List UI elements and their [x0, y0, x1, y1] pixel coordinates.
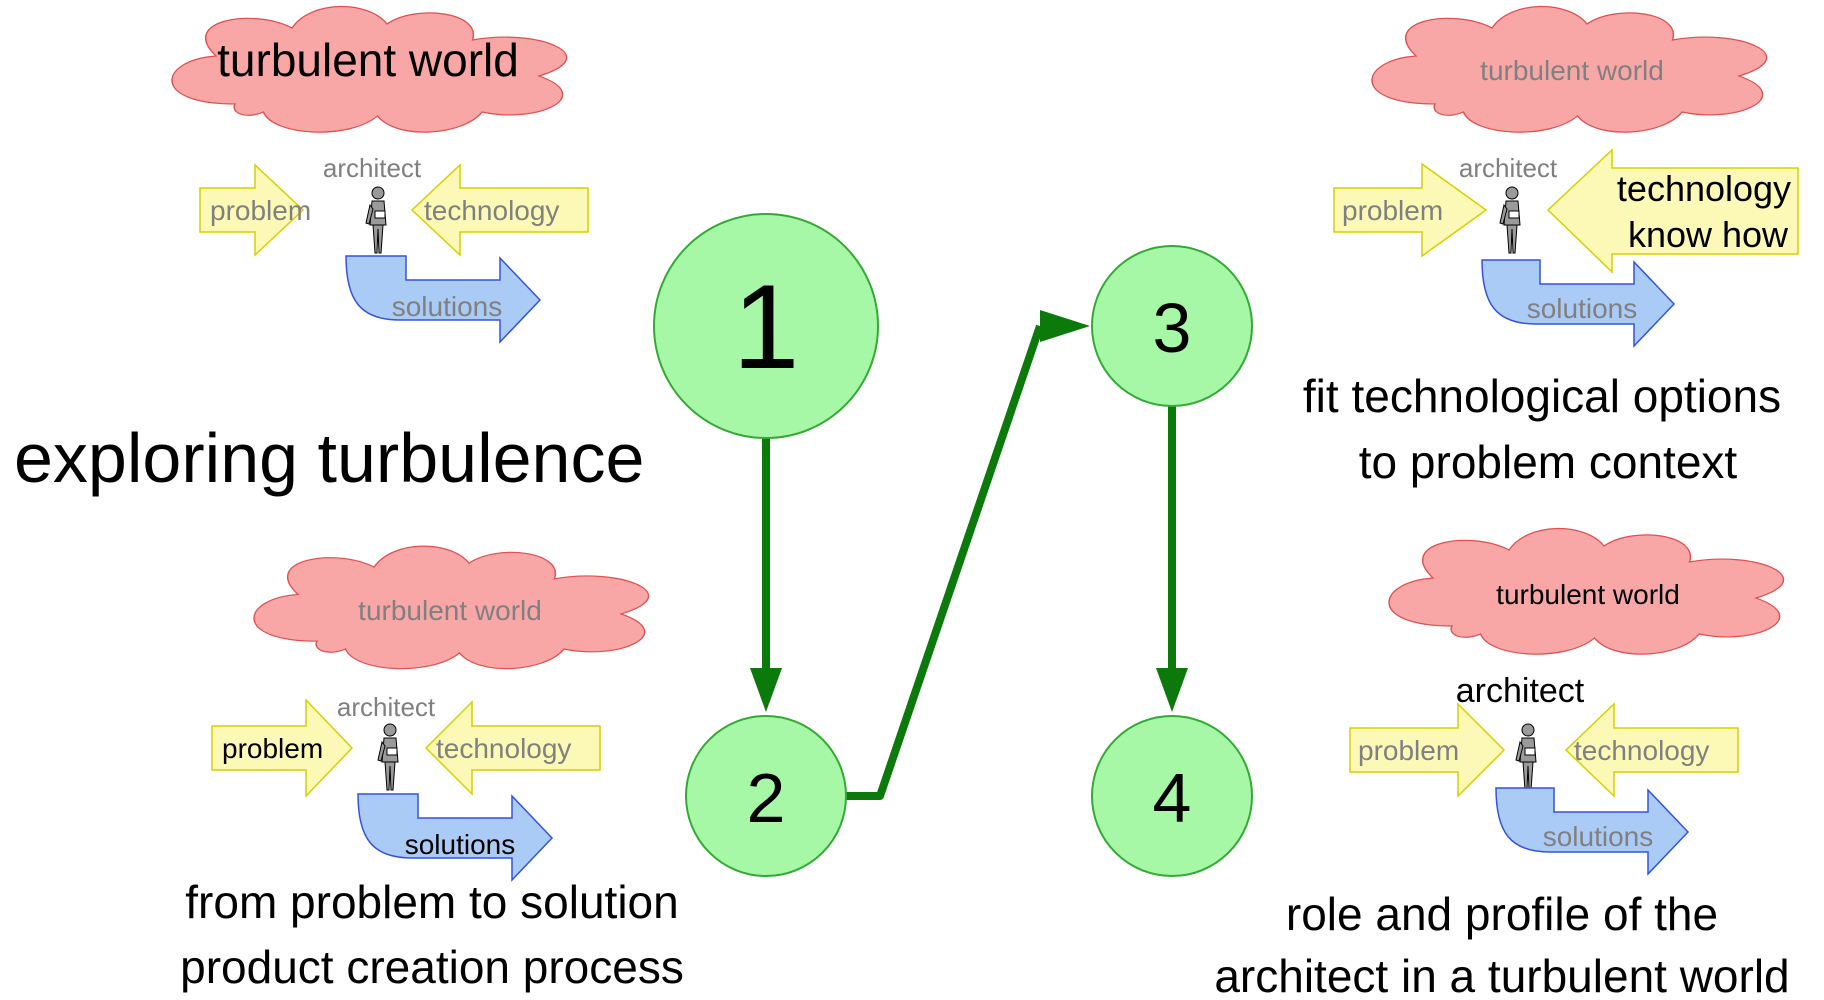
problem-label: problem — [222, 733, 323, 764]
connector-2-to-3 — [846, 324, 1044, 800]
node-4: 4 — [1091, 715, 1253, 877]
caption-role-of-architect: role and profile of the architect in a t… — [1214, 888, 1789, 1000]
technology-label: technology — [1574, 735, 1709, 766]
solutions-arrow: solutions — [1481, 259, 1676, 348]
node-4-label: 4 — [1153, 759, 1192, 837]
problem-label: problem — [1342, 195, 1443, 226]
cloud-label: turbulent world — [1496, 579, 1680, 610]
node-3: 3 — [1091, 245, 1253, 407]
node-2: 2 — [685, 715, 847, 877]
technology-label-line1: technology — [1617, 168, 1791, 209]
architect-person-icon — [377, 723, 399, 791]
cloud-label: turbulent world — [358, 595, 542, 626]
caption-fit-technology: fit technological options to problem con… — [1303, 370, 1781, 488]
node-1-label: 1 — [733, 260, 800, 394]
flow-connectors — [750, 310, 1188, 800]
problem-arrow: problem — [1333, 162, 1488, 258]
problem-label: problem — [1358, 735, 1459, 766]
caption-2-line2: product creation process — [180, 941, 684, 993]
architect-label: architect — [1459, 153, 1558, 183]
problem-label: problem — [210, 195, 311, 226]
problem-arrow: problem — [211, 698, 354, 798]
technology-arrow: technology — [424, 700, 601, 796]
technology-label: technology — [424, 195, 559, 226]
arrowhead-to-3 — [1040, 310, 1090, 342]
caption-2-line1: from problem to solution — [185, 876, 678, 928]
caption-3-line1: fit technological options — [1303, 370, 1781, 422]
cloud-label: turbulent world — [217, 34, 519, 86]
architect-person-icon — [365, 186, 387, 254]
solutions-label: solutions — [405, 829, 516, 860]
arrowhead-to-4 — [1156, 668, 1188, 712]
solutions-arrow: solutions — [345, 255, 542, 344]
vignette-role-of-architect: turbulent world problem technology archi… — [1349, 527, 1785, 876]
caption-3-line2: to problem context — [1359, 436, 1738, 488]
vignette-problem-to-solution: turbulent world problem technology archi… — [211, 545, 650, 882]
architect-person-icon — [1515, 723, 1537, 791]
solutions-label: solutions — [392, 291, 503, 322]
caption-4-line2: architect in a turbulent world — [1214, 950, 1789, 1000]
node-1: 1 — [653, 213, 879, 439]
node-2-label: 2 — [747, 759, 786, 837]
technology-know-how-arrow: technology know how — [1546, 148, 1799, 274]
architect-person-icon — [1499, 186, 1521, 254]
problem-arrow: problem — [199, 163, 311, 257]
vignette-exploring-turbulence: turbulent world problem technology archi… — [171, 5, 589, 344]
architect-label: architect — [337, 692, 436, 722]
architect-label: architect — [1456, 672, 1585, 710]
solutions-arrow: solutions — [357, 793, 554, 882]
node-3-label: 3 — [1153, 289, 1192, 367]
caption-4-line1: role and profile of the — [1286, 888, 1718, 940]
architect-label: architect — [323, 153, 422, 183]
headline-exploring-turbulence: exploring turbulence — [14, 419, 644, 497]
solutions-label: solutions — [1543, 821, 1654, 852]
cloud-label: turbulent world — [1480, 55, 1664, 86]
problem-arrow: problem — [1349, 702, 1506, 798]
vignette-fit-technology: turbulent world problem technology know … — [1333, 5, 1799, 348]
solutions-arrow: solutions — [1495, 787, 1690, 876]
caption-problem-to-solution: from problem to solution product creatio… — [180, 876, 684, 993]
technology-label-line2: know how — [1628, 214, 1789, 255]
arrowhead-to-2 — [750, 668, 782, 712]
technology-arrow: technology — [1564, 702, 1739, 798]
technology-arrow: technology — [410, 163, 589, 257]
solutions-label: solutions — [1527, 293, 1638, 324]
technology-label: technology — [436, 733, 571, 764]
